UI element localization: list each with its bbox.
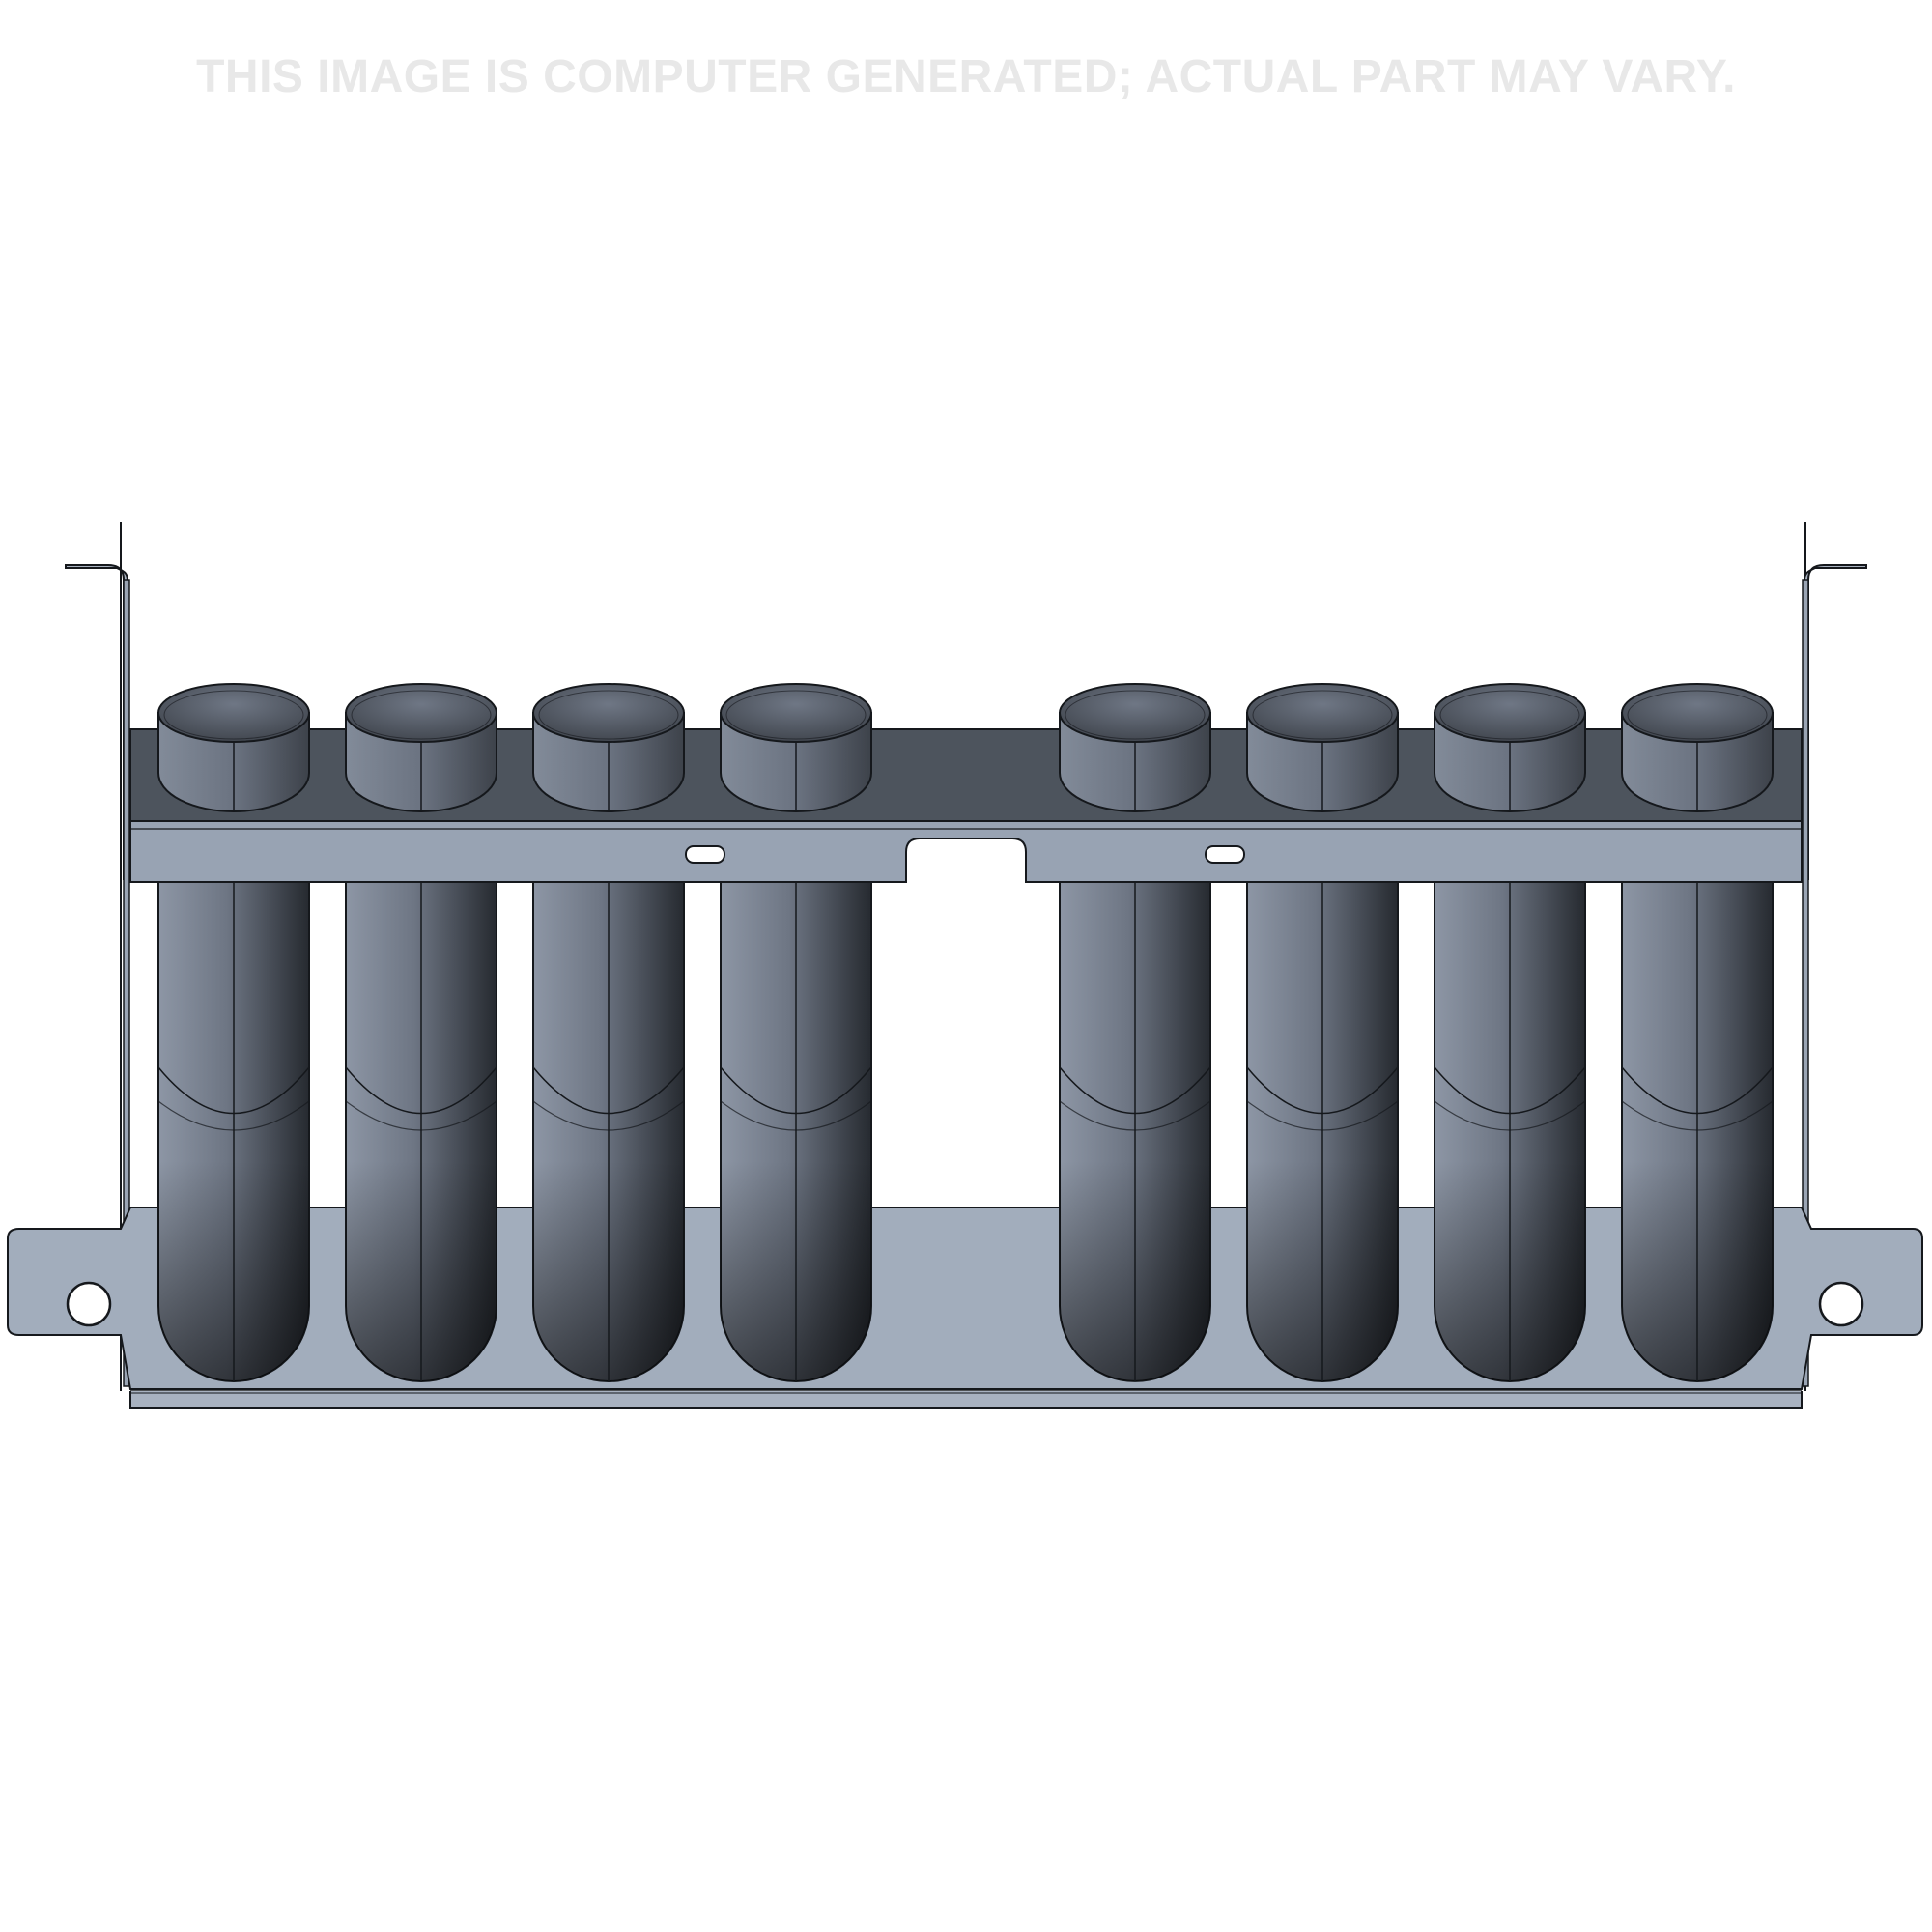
tube-8 (1621, 683, 1774, 1382)
disclaimer-text: THIS IMAGE IS COMPUTER GENERATED; ACTUAL… (196, 51, 1736, 102)
top-slot-right (1205, 845, 1245, 864)
tube-2 (345, 683, 497, 1382)
tube-7 (1434, 683, 1586, 1382)
left-mounting-hole (66, 1281, 112, 1327)
tube-group (157, 683, 1774, 1382)
tube-3 (532, 683, 685, 1382)
tube-1 (157, 683, 310, 1382)
front-lip (129, 820, 1803, 883)
tube-5 (1059, 683, 1211, 1382)
tube-6 (1246, 683, 1399, 1382)
top-slot-left (685, 845, 725, 864)
tube-4 (720, 683, 872, 1382)
right-mounting-hole (1818, 1281, 1864, 1327)
